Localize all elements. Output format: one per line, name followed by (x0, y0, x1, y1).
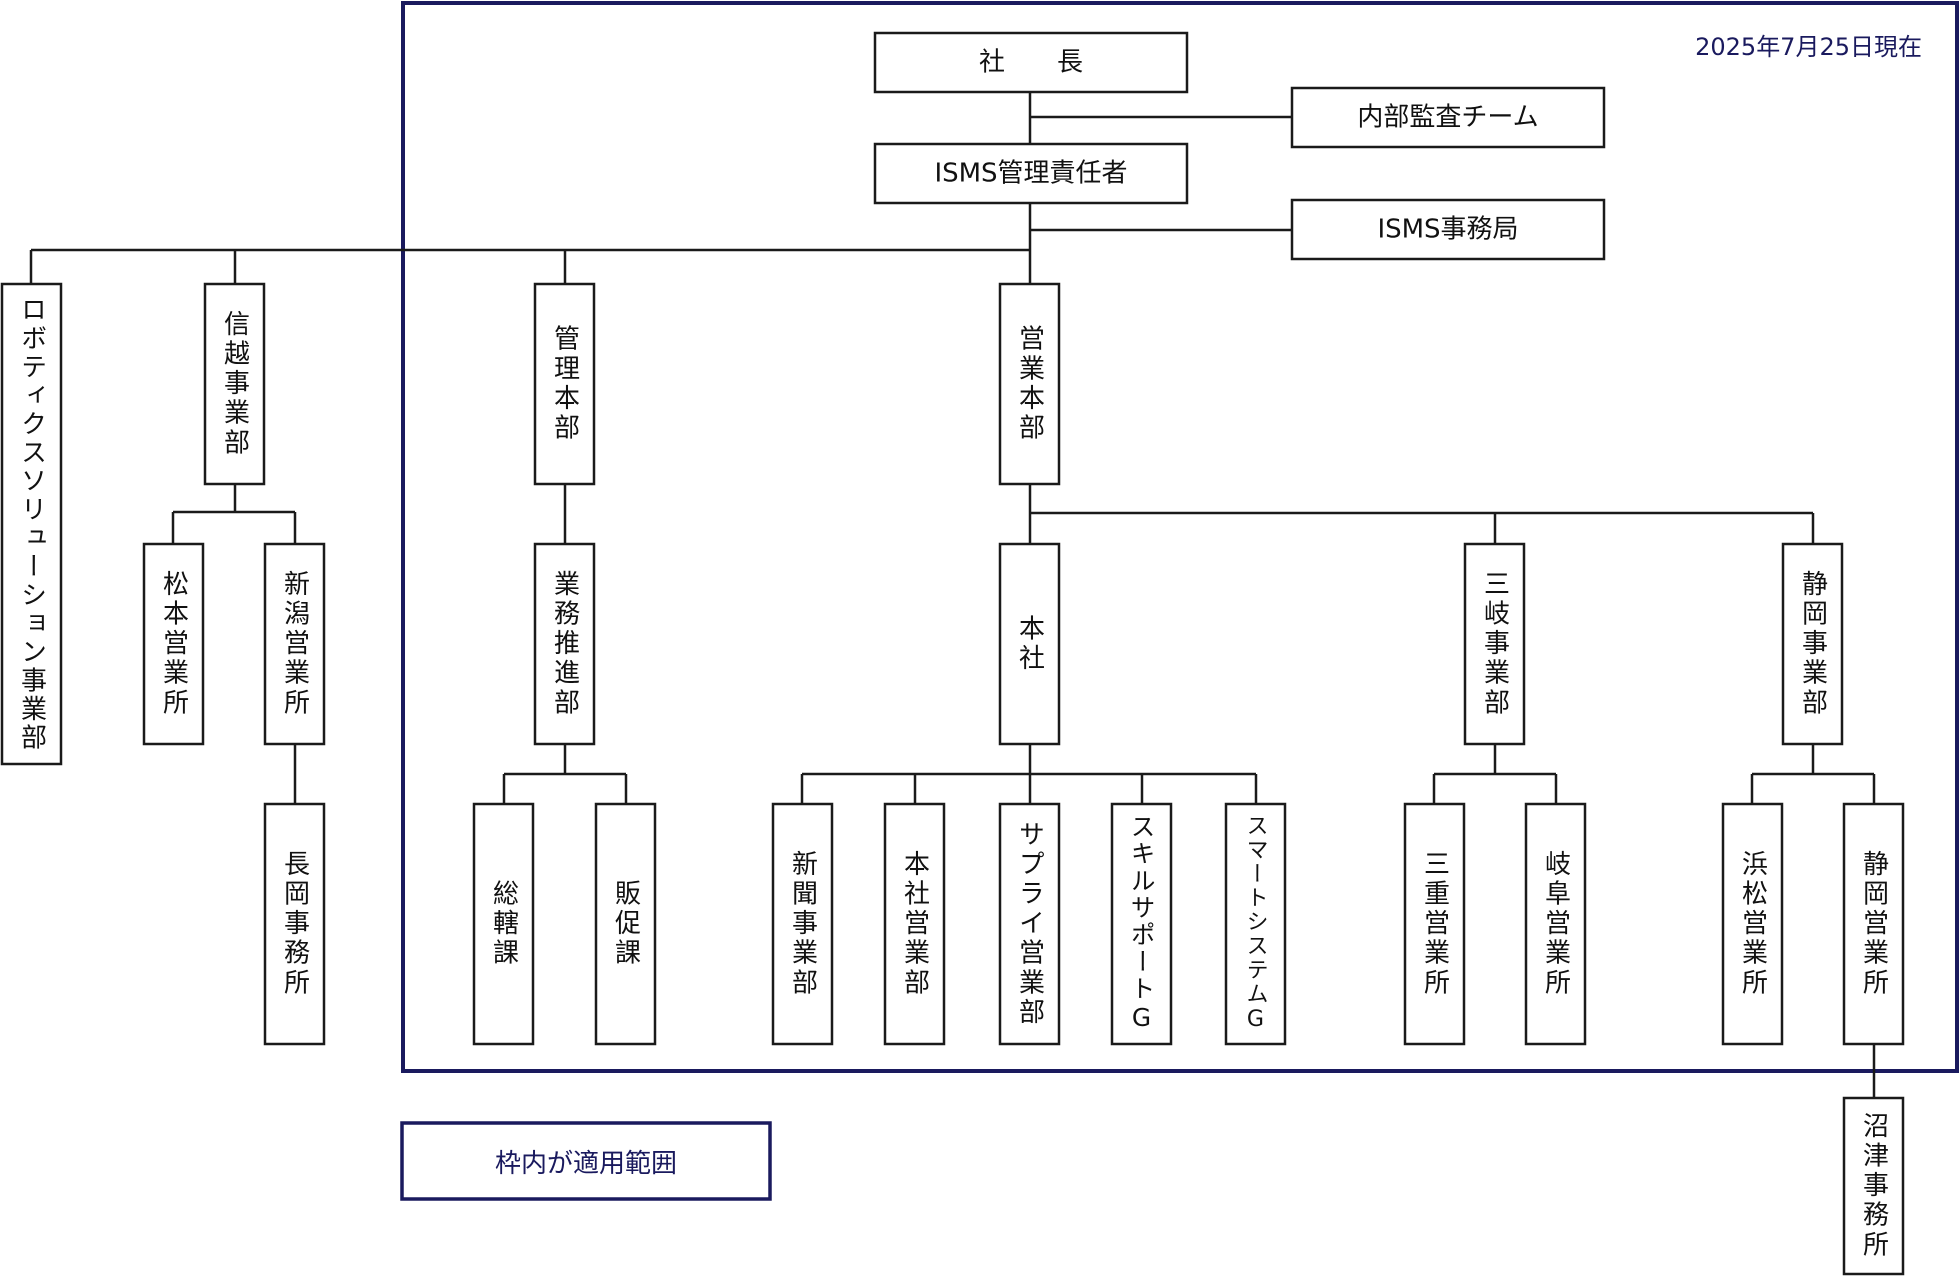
node-matsumoto: 松本営業所 (142, 542, 205, 746)
org-boxes: 社 長 内部監査チーム ISMS管理責任者 ISMS事務局 ロボティクスソリュー… (0, 31, 1905, 1276)
org-box-label: 浜松営業所 (1738, 850, 1768, 998)
node-hamamatsu-sales: 浜松営業所 (1721, 802, 1784, 1046)
node-honsha-sales: 本社営業部 (883, 802, 946, 1046)
org-box-label: 静岡営業所 (1859, 850, 1889, 998)
org-box-label: 総轄課 (489, 879, 519, 968)
org-box-label: 信越事業部 (220, 310, 250, 458)
org-box-label: 松本営業所 (159, 570, 189, 718)
scope-legend-box (400, 1121, 772, 1201)
node-sangi: 三岐事業部 (1463, 542, 1526, 746)
node-sales-promo: 販促課 (594, 802, 657, 1046)
org-box (1290, 86, 1606, 149)
node-gifu-sales: 岐阜営業所 (1524, 802, 1587, 1046)
node-admin-hq: 管理本部 (533, 282, 596, 486)
org-box-label: 業務推進部 (550, 570, 580, 718)
org-box (873, 31, 1189, 94)
org-box (1403, 802, 1466, 1046)
org-box (1524, 802, 1587, 1046)
org-box (771, 802, 834, 1046)
node-newspaper: 新聞事業部 (771, 802, 834, 1046)
org-box (142, 542, 205, 746)
org-box-label: 三重営業所 (1420, 850, 1450, 998)
org-box-label: 本社営業部 (900, 850, 930, 998)
node-sales-hq: 営業本部 (998, 282, 1061, 486)
org-box (1842, 1096, 1905, 1276)
org-box (1721, 802, 1784, 1046)
node-robotics: ロボティクスソリューション事業部 (0, 282, 63, 766)
node-shizuoka-div: 静岡事業部 (1781, 542, 1844, 746)
org-box (998, 802, 1061, 1046)
org-box-label: 新聞事業部 (788, 850, 818, 998)
org-box (998, 282, 1061, 486)
node-nagaoka: 長岡事務所 (263, 802, 326, 1046)
scope-legend-label: 枠内が適用範囲 (495, 1149, 677, 1179)
org-box-label: 社 長 (979, 48, 1083, 78)
org-box-label: スキルサポートG (1127, 814, 1156, 1034)
org-box-label: 本社 (1015, 614, 1045, 673)
node-president: 社 長 (873, 31, 1189, 94)
node-isms-office: ISMS事務局 (1290, 198, 1606, 261)
org-box (533, 542, 596, 746)
org-box (594, 802, 657, 1046)
node-business-promo: 業務推進部 (533, 542, 596, 746)
connector-lines (29, 92, 1876, 1098)
node-skill-support: スキルサポートG (1110, 802, 1173, 1046)
node-general-affairs: 総轄課 (472, 802, 535, 1046)
node-smart-system: スマートシステムG (1224, 802, 1287, 1046)
org-box-label: 三岐事業部 (1480, 570, 1510, 718)
org-box (998, 542, 1061, 746)
org-box-label: 長岡事務所 (280, 850, 310, 998)
node-numazu: 沼津事務所 (1842, 1096, 1905, 1276)
org-box (1110, 802, 1173, 1046)
org-box (203, 282, 266, 486)
org-box-label: 管理本部 (550, 325, 580, 444)
org-box (472, 802, 535, 1046)
org-box-label: サプライ営業部 (1015, 820, 1045, 1027)
node-head-office: 本社 (998, 542, 1061, 746)
org-box-label: 内部監査チーム (1357, 103, 1538, 133)
org-box-label: 沼津事務所 (1859, 1112, 1889, 1260)
node-shinetsu: 信越事業部 (203, 282, 266, 486)
org-box (1463, 542, 1526, 746)
org-box (533, 282, 596, 486)
org-box-label: ロボティクスソリューション事業部 (17, 296, 47, 752)
date-label: 2025年7月25日現在 (1695, 33, 1922, 61)
org-box (1224, 802, 1287, 1046)
org-box-label: 新潟営業所 (280, 570, 310, 718)
org-box (1290, 198, 1606, 261)
node-shizuoka-sales: 静岡営業所 (1842, 802, 1905, 1046)
org-box-label: 岐阜営業所 (1541, 850, 1571, 998)
node-niigata: 新潟営業所 (263, 542, 326, 746)
org-box (263, 542, 326, 746)
node-mie-sales: 三重営業所 (1403, 802, 1466, 1046)
org-box (873, 142, 1189, 205)
org-box-label: 販促課 (611, 879, 641, 968)
org-box-label: ISMS管理責任者 (934, 159, 1127, 189)
org-box-label: 静岡事業部 (1798, 570, 1828, 718)
isms-scope-frame (401, 1, 1959, 1073)
org-box-label: スマートシステムG (1243, 814, 1269, 1034)
org-box (0, 282, 63, 766)
org-box-label: ISMS事務局 (1377, 215, 1518, 245)
org-box-label: 営業本部 (1015, 325, 1045, 444)
node-supply-sales: サプライ営業部 (998, 802, 1061, 1046)
org-box (883, 802, 946, 1046)
node-isms-manager: ISMS管理責任者 (873, 142, 1189, 205)
org-box (1842, 802, 1905, 1046)
org-box (1781, 542, 1844, 746)
node-internal-audit: 内部監査チーム (1290, 86, 1606, 149)
org-box (263, 802, 326, 1046)
